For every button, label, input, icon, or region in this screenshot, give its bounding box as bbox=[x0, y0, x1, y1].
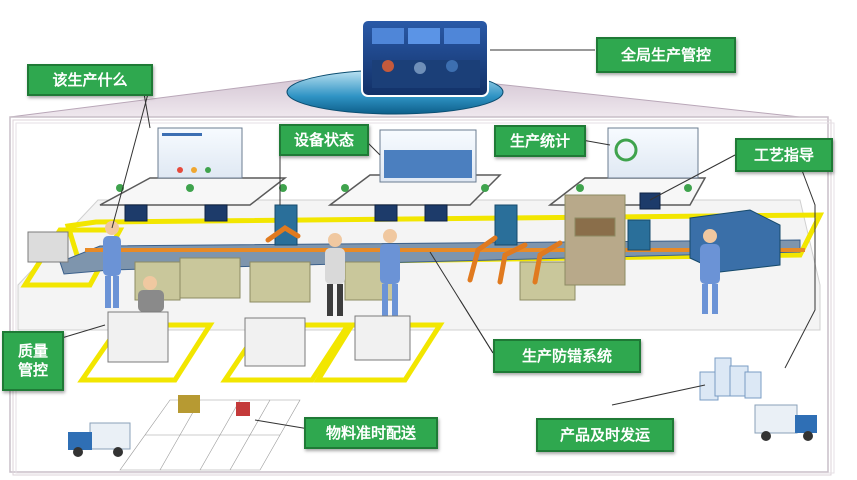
control-dome bbox=[286, 19, 504, 115]
robot-arm-icon bbox=[532, 240, 563, 285]
work-stations bbox=[134, 194, 626, 303]
worker-icon bbox=[138, 276, 164, 312]
robot-arm-icon bbox=[497, 242, 528, 285]
monitor-icon bbox=[639, 192, 661, 210]
forklift-icon bbox=[178, 395, 250, 416]
monitor-icon bbox=[374, 204, 398, 222]
overhead-monitors bbox=[124, 192, 661, 222]
worker-icon bbox=[380, 229, 400, 316]
workers bbox=[103, 221, 720, 316]
worker-icon bbox=[700, 229, 720, 314]
quality-control-line1: 质量 bbox=[17, 342, 48, 361]
signal-lamps bbox=[116, 184, 692, 192]
monitor-icon bbox=[204, 204, 228, 222]
material-delivery-label: 物料准时配送 bbox=[304, 417, 438, 449]
error-proofing-label: 生产防错系统 bbox=[493, 339, 641, 373]
production-stats-label: 生产统计 bbox=[494, 125, 586, 157]
monitor-icon bbox=[424, 204, 448, 222]
monitor-icon bbox=[124, 204, 148, 222]
global-control-label: 全局生产管控 bbox=[596, 37, 736, 73]
truck-icon bbox=[754, 404, 817, 441]
truck-icon bbox=[68, 422, 131, 457]
screen-dashboard-icon bbox=[157, 127, 243, 179]
process-guidance-label: 工艺指导 bbox=[735, 138, 833, 172]
callout-lines bbox=[54, 49, 816, 431]
product-shipping-label: 产品及时发运 bbox=[536, 418, 674, 452]
city-buildings-icon bbox=[699, 357, 762, 401]
quality-control-line2: 管控 bbox=[17, 361, 48, 379]
quality-control-label: 质量 管控 bbox=[2, 331, 64, 391]
equipment-status-label: 设备状态 bbox=[279, 124, 369, 156]
worker-icon bbox=[325, 233, 345, 316]
screen-dashboard-icon bbox=[607, 127, 699, 179]
robot-arm-icon bbox=[467, 235, 498, 283]
robot-arms bbox=[265, 225, 563, 285]
material-racks bbox=[27, 231, 411, 367]
what-to-produce-label: 该生产什么 bbox=[27, 64, 153, 96]
worker-icon bbox=[103, 221, 121, 308]
robot-arm-icon bbox=[265, 225, 301, 243]
screen-dashboards bbox=[157, 127, 699, 183]
